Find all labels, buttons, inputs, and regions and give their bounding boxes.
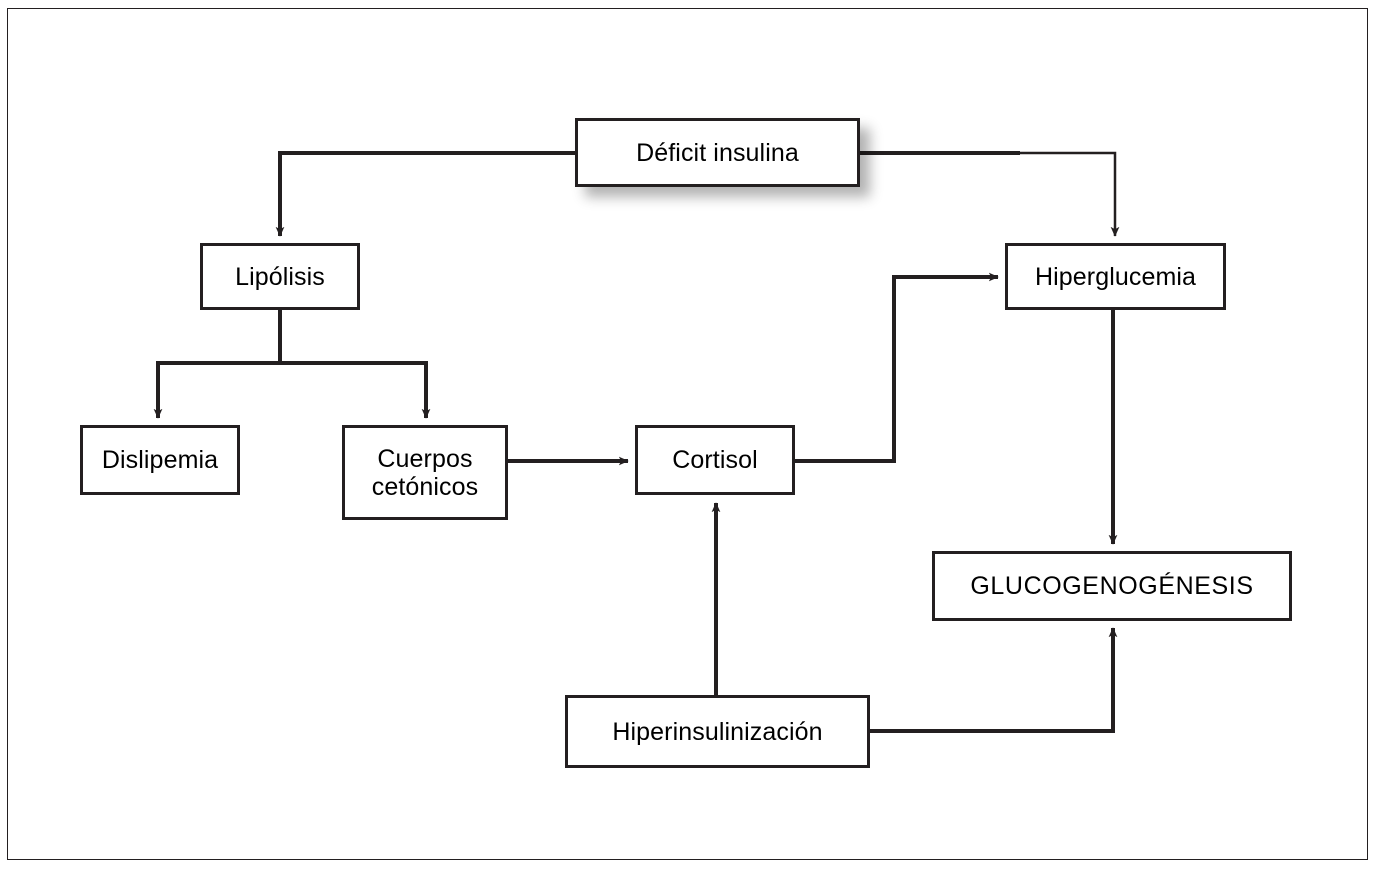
page-border-frame (7, 8, 1368, 860)
node-label-cuerpos: Cuerpos cetónicos (371, 444, 479, 501)
node-label-cortisol: Cortisol (672, 446, 758, 474)
node-cortisol[interactable]: Cortisol (635, 425, 795, 495)
node-label-glucogenogenesis: GLUCOGENOGÉNESIS (970, 572, 1254, 600)
node-glucogenogenesis[interactable]: GLUCOGENOGÉNESIS (932, 551, 1292, 621)
node-deficit[interactable]: Déficit insulina (575, 118, 860, 187)
node-hiperglucemia[interactable]: Hiperglucemia (1005, 243, 1226, 310)
node-label-deficit: Déficit insulina (636, 138, 799, 167)
node-cuerpos[interactable]: Cuerpos cetónicos (342, 425, 508, 520)
node-label-hiperglucemia: Hiperglucemia (1034, 262, 1197, 291)
node-label-lipolisis: Lipólisis (235, 262, 325, 291)
node-hiperinsulinizacion[interactable]: Hiperinsulinización (565, 695, 870, 768)
node-label-hiperinsulinizacion: Hiperinsulinización (612, 717, 823, 746)
node-label-dislipemia: Dislipemia (101, 446, 219, 474)
node-lipolisis[interactable]: Lipólisis (200, 243, 360, 310)
node-dislipemia[interactable]: Dislipemia (80, 425, 240, 495)
